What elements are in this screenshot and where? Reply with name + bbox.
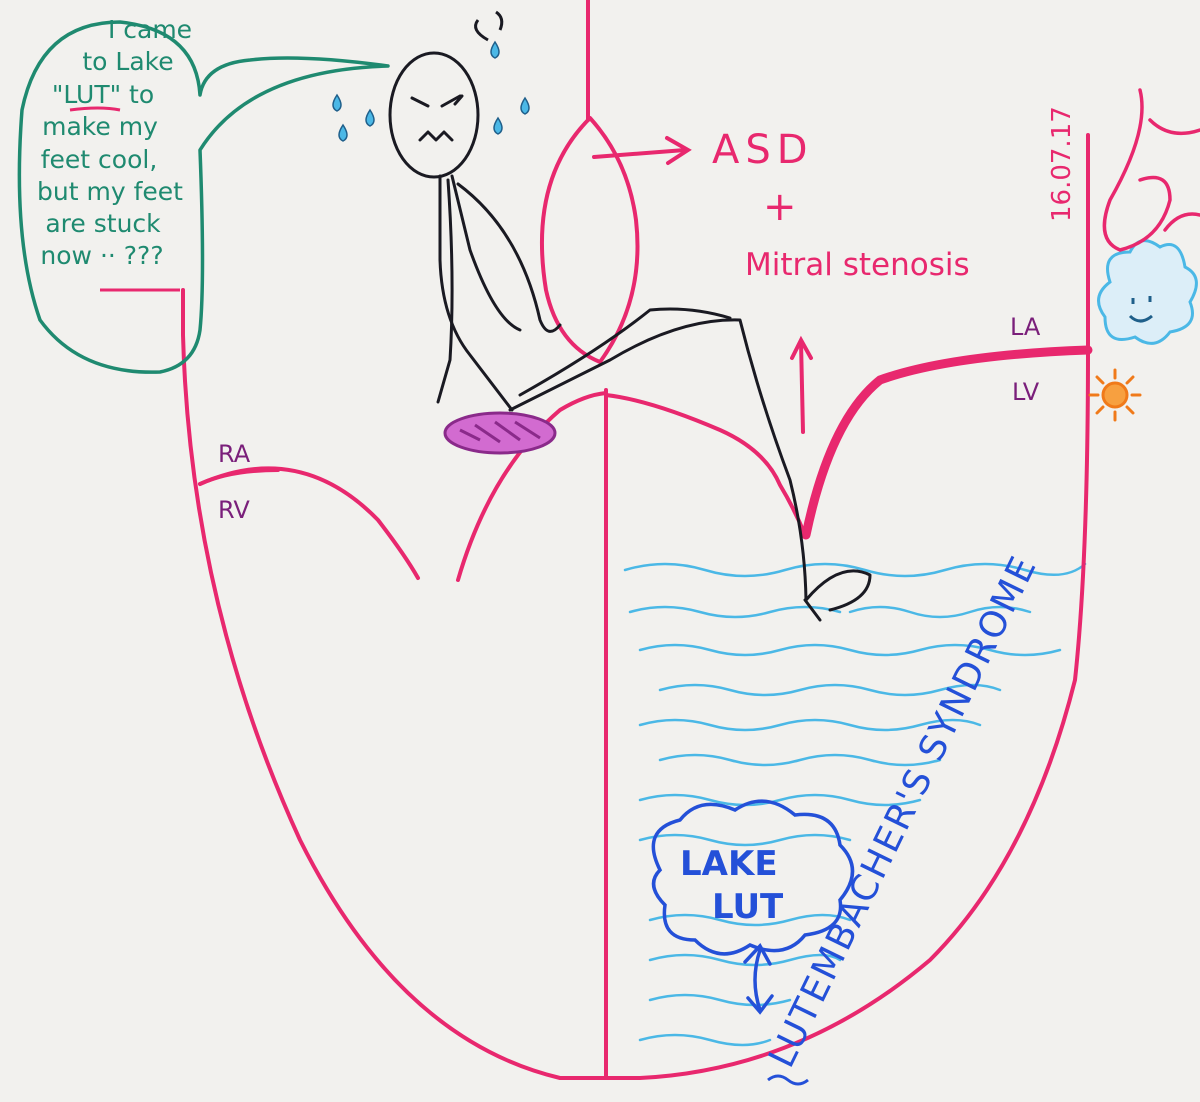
speech-line-5: feet cool, bbox=[41, 145, 158, 174]
lake-water bbox=[623, 562, 1087, 1047]
figure-torso bbox=[438, 174, 514, 412]
diagnosis-text: ASD + Mitral stenosis bbox=[712, 127, 970, 283]
speech-line-3: "LUT" to bbox=[52, 80, 154, 109]
stick-figure bbox=[388, 51, 872, 622]
figure-head bbox=[388, 51, 480, 179]
tear-drop bbox=[332, 93, 342, 112]
tear-drop bbox=[490, 40, 500, 59]
label-la: LA bbox=[1010, 313, 1041, 341]
mitral-up-arrow bbox=[790, 335, 813, 434]
speech-line-1: I came bbox=[108, 15, 192, 44]
lake-up-down-arrow bbox=[743, 943, 774, 1015]
sun-icon bbox=[1088, 368, 1142, 422]
label-rv: RV bbox=[218, 496, 250, 524]
syndrome-title: LUTEMBACHER'S SYNDROME bbox=[761, 549, 1045, 1074]
lake-line-2: LUT bbox=[712, 887, 784, 927]
figure-hair bbox=[474, 10, 504, 42]
speech-line-2: to Lake bbox=[82, 47, 173, 76]
date-label: 16.07.17 bbox=[1047, 106, 1077, 222]
tears bbox=[332, 40, 530, 142]
lake-cloud bbox=[651, 799, 855, 956]
signature bbox=[1102, 88, 1200, 252]
asd-arrow bbox=[592, 136, 692, 165]
figure-arm bbox=[436, 178, 454, 404]
speech-bubble bbox=[17, 20, 390, 374]
label-ra: RA bbox=[218, 440, 251, 468]
tear-drop bbox=[365, 108, 375, 127]
tricuspid-left-leaflet bbox=[198, 466, 420, 580]
chamber-labels: RA RV LA LV bbox=[218, 313, 1041, 524]
tear-drop bbox=[338, 123, 348, 142]
figure-legs bbox=[508, 318, 808, 602]
lut-underline bbox=[69, 106, 121, 112]
asd-label: ASD bbox=[712, 127, 814, 173]
mitral-stenosis-label: Mitral stenosis bbox=[745, 247, 970, 283]
speech-line-7: are stuck bbox=[45, 209, 161, 238]
figure-mouth bbox=[418, 130, 454, 142]
title-squiggle bbox=[767, 1074, 809, 1086]
speech-text: I came to Lake "LUT" to make my feet coo… bbox=[37, 15, 192, 270]
mitral-left-leaflet bbox=[604, 393, 807, 537]
speech-line-4: make my bbox=[42, 112, 158, 141]
lake-line-1: LAKE bbox=[680, 844, 778, 884]
asd-opening bbox=[539, 116, 640, 364]
figure-eyes bbox=[410, 94, 464, 108]
tear-drop bbox=[520, 96, 530, 115]
heart-outer-wall bbox=[181, 133, 1090, 1080]
speech-line-8: now ·· ??? bbox=[40, 241, 163, 270]
smiling-cloud bbox=[1097, 239, 1198, 345]
heart-outline bbox=[181, 0, 1090, 1080]
speech-line-6: but my feet bbox=[37, 177, 183, 206]
stenotic-mitral-valve bbox=[801, 345, 1093, 540]
plus-label: + bbox=[763, 184, 797, 230]
purple-shoe bbox=[443, 411, 557, 455]
tear-drop bbox=[493, 116, 503, 135]
lake-name: LAKE LUT bbox=[680, 844, 784, 927]
label-lv: LV bbox=[1012, 378, 1040, 406]
